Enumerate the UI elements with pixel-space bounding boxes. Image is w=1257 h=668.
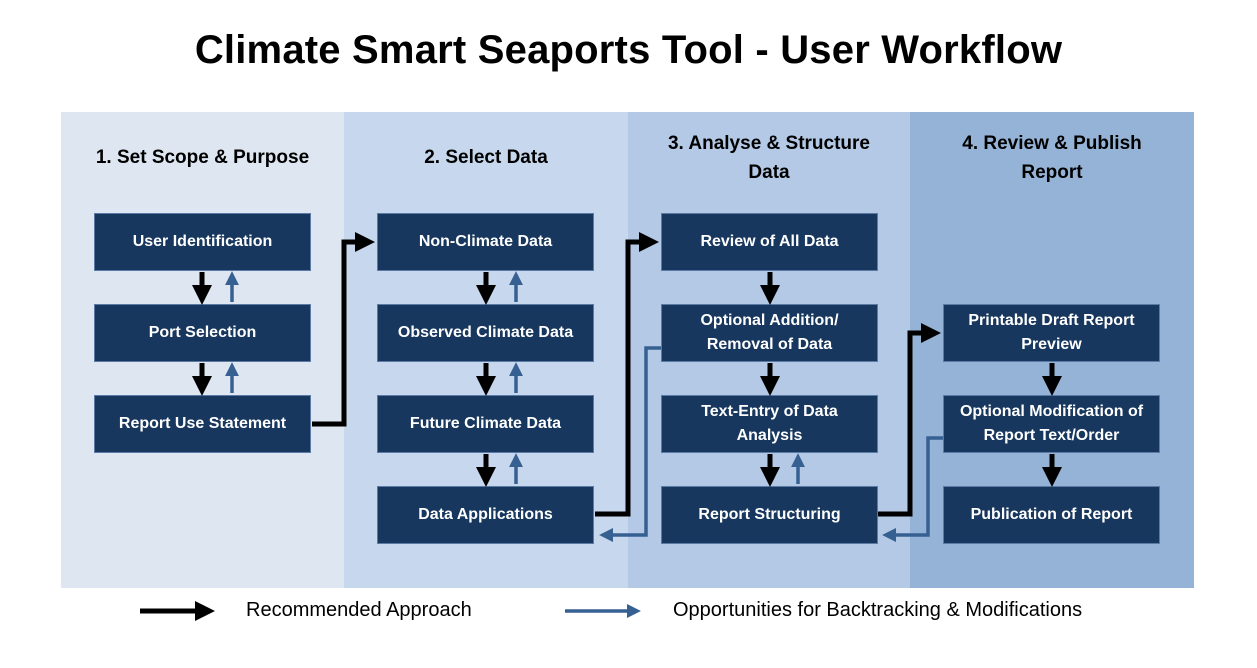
optional-addition-removal-box: Optional Addition/ Removal of Data — [661, 304, 878, 362]
arrow-c2-to-c3 — [595, 232, 660, 517]
diagram-title: Climate Smart Seaports Tool - User Workf… — [194, 28, 1063, 72]
legend-recommended-label: Recommended Approach — [246, 599, 472, 621]
user-identification-box: User Identification — [94, 213, 311, 271]
stage-1-heading: 1. Set Scope & Purpose — [95, 147, 310, 168]
observed-climate-data-box: Observed Climate Data — [377, 304, 594, 362]
arrow-c3-to-c4 — [878, 323, 942, 517]
port-selection-box: Port Selection — [94, 304, 311, 362]
report-use-statement-box: Report Use Statement — [94, 395, 311, 453]
text-entry-analysis-box: Text-Entry of Data Analysis — [661, 395, 878, 453]
optional-modification-box: Optional Modification of Report Text/Ord… — [943, 395, 1160, 453]
publication-of-report-box: Publication of Report — [943, 486, 1160, 544]
review-of-all-data-box: Review of All Data — [661, 213, 878, 271]
arrow-c3-back-to-c2 — [599, 346, 661, 542]
arrow-c1-to-c2 — [312, 232, 376, 427]
stage-3-heading: 3. Analyse & Structure Data — [667, 133, 871, 183]
legend-backtracking-label: Opportunities for Backtracking & Modific… — [673, 599, 1083, 621]
printable-draft-report-box: Printable Draft Report Preview — [943, 304, 1160, 362]
report-structuring-box: Report Structuring — [661, 486, 878, 544]
stage-4-heading: 4. Review & Publish Report — [962, 133, 1142, 183]
non-climate-data-box: Non-Climate Data — [377, 213, 594, 271]
stage-2-heading: 2. Select Data — [424, 147, 548, 168]
future-climate-data-box: Future Climate Data — [377, 395, 594, 453]
arrow-c4-back-to-c3 — [882, 436, 943, 542]
